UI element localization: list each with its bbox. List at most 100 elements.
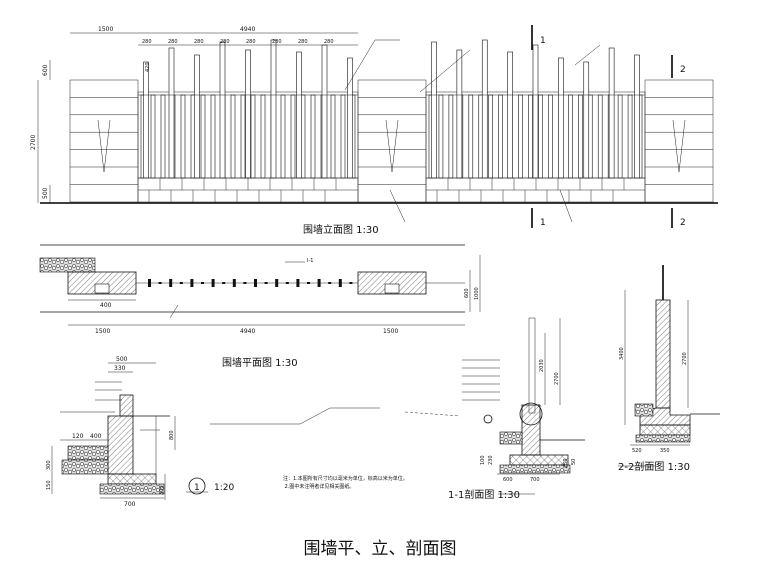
detail-dim-300: 300 (46, 460, 52, 470)
fence-bar (230, 94, 236, 179)
fence-bar (548, 94, 553, 179)
fence-bar (280, 94, 286, 179)
fence-post (194, 54, 200, 179)
notes-block: 注：1.本图所有尺寸均以毫米为单位，标高以米为单位。 2.图中未注明者详见相关图… (283, 475, 408, 490)
elev-post-spacing-dim: 280 (220, 39, 230, 45)
plan-post (328, 282, 332, 284)
elev-dim-base: 500 (42, 187, 49, 199)
s11-dim-2700: 2700 (554, 372, 560, 385)
s11-dim-700: 700 (530, 477, 540, 483)
section-2-2-view: 3400 2700 520 350 2-2剖面图 1:30 (618, 265, 720, 473)
detail-view: 500 330 120 400 800 300 150 300 700 1 1:… (46, 356, 234, 508)
fence-bar (340, 94, 346, 179)
fence-post (558, 57, 564, 179)
fence-bar (627, 94, 633, 179)
plan-post (254, 279, 257, 287)
fence-bar (518, 94, 523, 179)
pier-v-mark (672, 119, 686, 173)
elev-post-spacing-dim: 280 (142, 39, 152, 45)
fence-post (532, 44, 539, 179)
plan-post (222, 282, 226, 284)
fence-bar (538, 94, 543, 179)
section-1-1-title: 1-1剖面图 1:30 (448, 488, 520, 501)
s11-dim-50: 50 (571, 459, 577, 465)
elev-post-spacing-dim: 280 (324, 39, 334, 45)
elev-dim-height: 2700 (30, 135, 37, 150)
detail-dim-bottom: 700 (124, 501, 136, 508)
s11-dim-600: 600 (503, 477, 513, 483)
fence-bar (488, 94, 493, 179)
s22-dim-3400: 3400 (619, 347, 625, 360)
s22-dim-350: 350 (660, 448, 670, 454)
fence-bar (160, 94, 166, 179)
s11-dim-100: 100 (480, 455, 486, 465)
plan-dim-depth: 600 (464, 288, 470, 298)
plan-dim-mid: 4940 (240, 328, 255, 335)
plan-post (307, 282, 310, 284)
fence-bar (330, 94, 336, 179)
elev-dim-top: 600 (42, 64, 49, 76)
s22-dim-520: 520 (632, 448, 642, 454)
detail-dim-top2: 330 (114, 365, 126, 372)
fence-post (245, 49, 251, 179)
fence-bar (438, 94, 444, 179)
elev-dim-small: 420 (145, 62, 151, 72)
detail-dim-top: 500 (116, 356, 128, 363)
fence-post (219, 41, 226, 179)
fence-post (321, 44, 328, 179)
note-line: 注：1.本图所有尺寸均以毫米为单位，标高以米为单位。 (283, 475, 408, 482)
detail-dim-150: 150 (46, 480, 52, 490)
fence-bar (468, 94, 474, 179)
elev-post-spacing-dim: 280 (246, 39, 256, 45)
fence-bar (617, 94, 623, 179)
fence-bar (150, 94, 156, 179)
plan-post (201, 282, 204, 284)
fence-post (347, 57, 353, 179)
plan-post (211, 279, 215, 287)
elev-post-spacing-dim: 280 (168, 39, 178, 45)
elev-post-spacing-dim: 280 (298, 39, 308, 45)
detail-scale: 1:20 (214, 483, 234, 493)
plan-post (148, 279, 151, 287)
plan-dim-right: 1500 (383, 328, 398, 335)
plan-post (264, 282, 268, 284)
s11-dim-230: 230 (488, 455, 494, 465)
fence-bar (528, 94, 533, 179)
fence-bar (180, 94, 186, 179)
s11-dim-250: 250 (563, 458, 569, 468)
fence-post (168, 47, 175, 179)
section-mark-1-bottom: 1 (540, 218, 546, 228)
detail-dim-120: 120 (72, 433, 84, 440)
fence-post (583, 61, 590, 179)
fence-bar (448, 94, 454, 179)
section-mark-2-top: 2 (680, 65, 686, 75)
fence-post (507, 51, 513, 179)
plan-dim-total: 1000 (474, 287, 480, 300)
plan-post (296, 279, 300, 287)
elev-dim-left: 1500 (98, 26, 113, 33)
plan-dim-small: 400 (100, 302, 112, 309)
elevation-title: 围墙立面图 1:30 (303, 223, 379, 236)
fence-post (296, 51, 302, 179)
fence-post (481, 39, 488, 179)
plan-post (179, 282, 183, 284)
section-2-2-title: 2-2剖面图 1:30 (618, 460, 690, 473)
fence-bar (290, 94, 296, 179)
s22-dim-2700: 2700 (682, 352, 688, 365)
plan-dim-left: 1500 (95, 328, 110, 335)
detail-index-number: 1 (194, 483, 200, 493)
plan-post (158, 282, 162, 284)
fence-post (143, 61, 149, 179)
fence-bar (310, 94, 316, 179)
fence-post (634, 54, 640, 179)
plan-title: 围墙平面图 1:30 (222, 356, 298, 369)
plan-post (190, 279, 194, 287)
fence-bar (200, 94, 206, 179)
fence-post (270, 39, 277, 179)
plan-post (275, 279, 279, 287)
ground-profile (210, 407, 461, 425)
section-mark-2-bottom: 2 (680, 218, 686, 228)
plan-label: I-1 (307, 258, 313, 264)
